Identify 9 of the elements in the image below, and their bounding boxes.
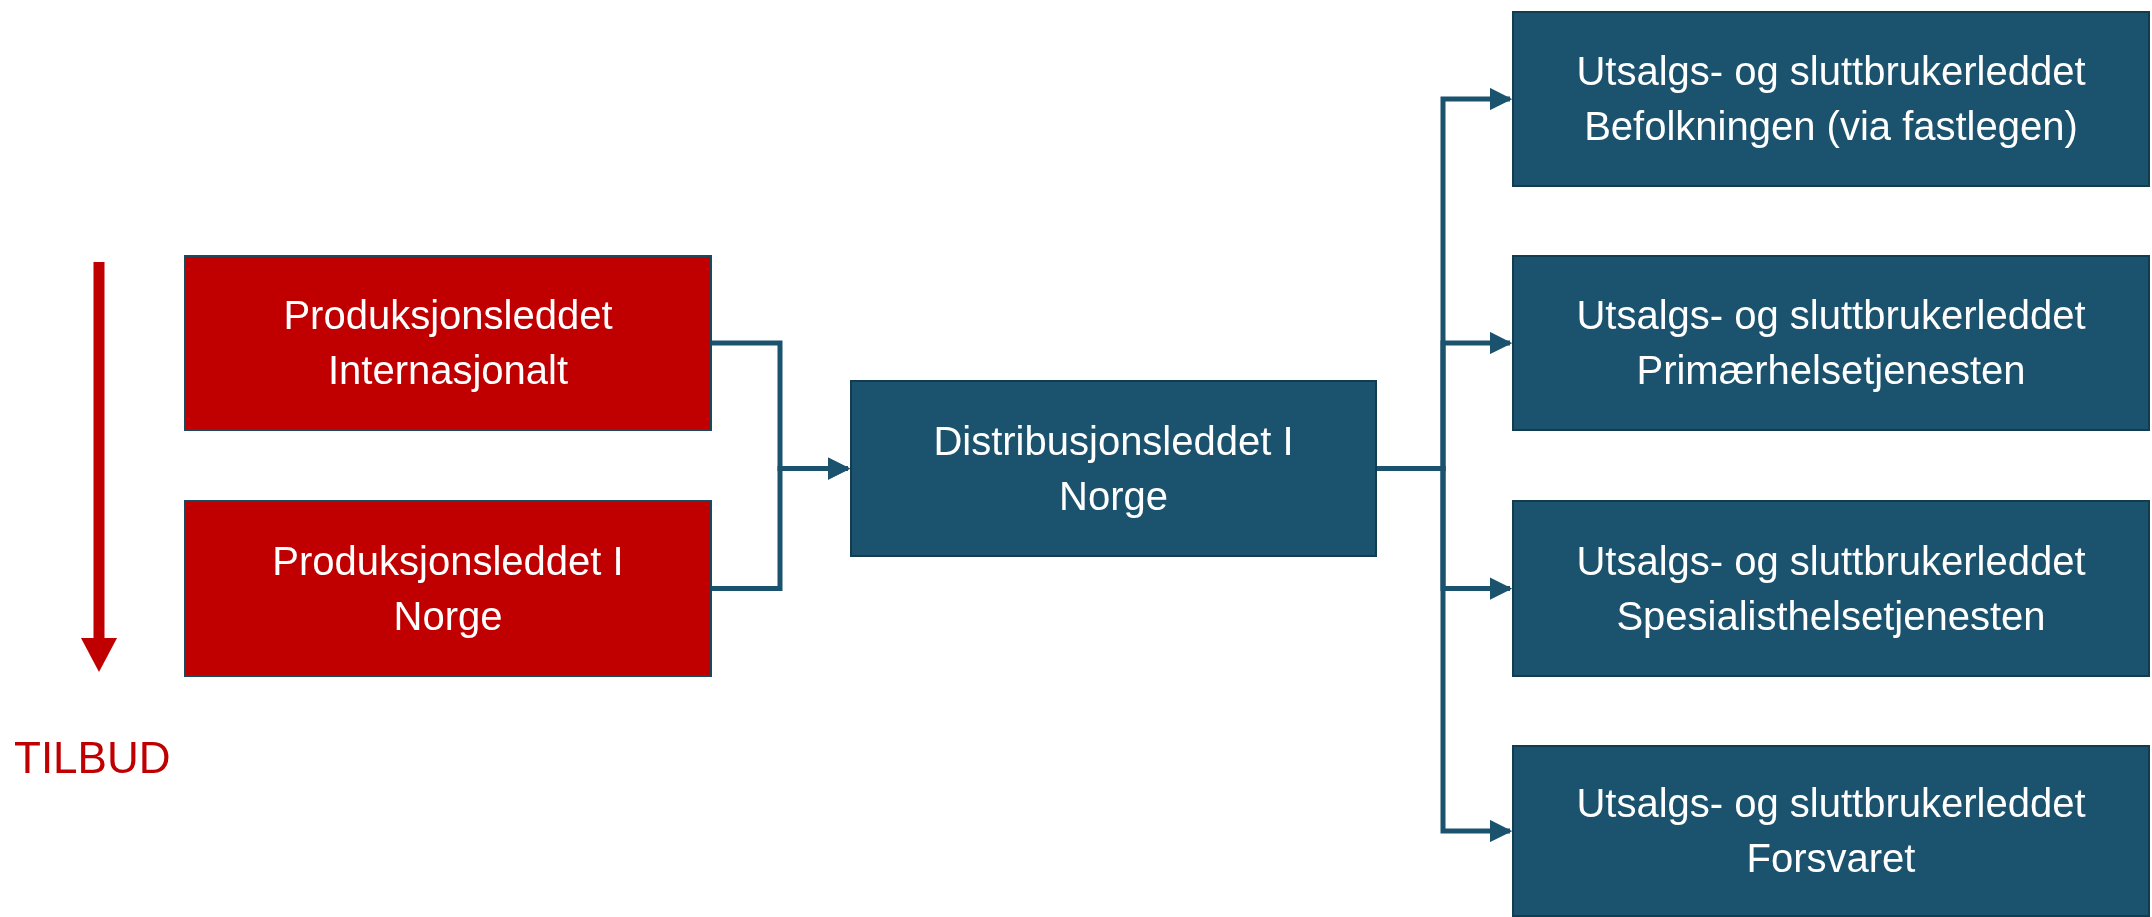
- connector-arrow: [712, 457, 851, 591]
- process-box: Distribusjonsleddet I Norge: [850, 380, 1377, 557]
- process-box: Utsalgs- og sluttbrukerleddet Befolkningen (via fastlegen): [1512, 11, 2150, 187]
- process-box: Utsalgs- og sluttbrukerleddet Primærhelsetjenesten: [1512, 255, 2150, 431]
- process-box: Produksjonsleddet Internasjonalt: [184, 255, 712, 431]
- process-box: Utsalgs- og sluttbrukerleddet Spesialisthelsetjenesten: [1512, 500, 2150, 677]
- process-box: Produksjonsleddet I Norge: [184, 500, 712, 677]
- process-box: Utsalgs- og sluttbrukerleddet Forsvaret: [1512, 745, 2150, 917]
- axis-label: TILBUD: [14, 733, 171, 783]
